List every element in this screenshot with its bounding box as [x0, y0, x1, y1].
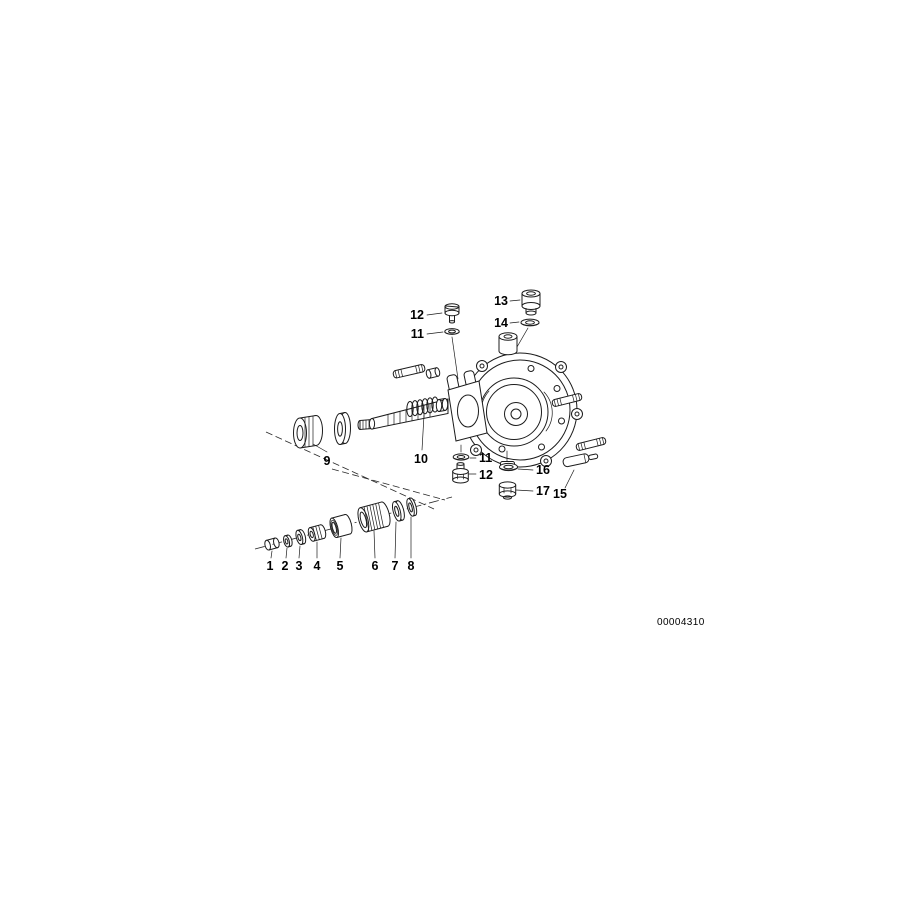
housing-lugs [470, 360, 583, 467]
part-10-spring [406, 396, 439, 417]
part-6-threaded-ring [357, 501, 391, 533]
part-2-washer [283, 534, 293, 548]
part-12-screw-top [444, 303, 460, 324]
pinion-shaft [357, 398, 449, 431]
part-9-bearing [293, 415, 323, 449]
part-4-splined-sleeve [307, 524, 327, 542]
part-12-bolt-mid [452, 462, 469, 484]
part-11-washer-mid [452, 453, 470, 461]
shaft-collar [435, 398, 449, 412]
stud-top [392, 364, 426, 379]
callout-labels: 12 11 13 14 9 10 11 12 16 17 15 1 2 3 4 … [267, 294, 567, 573]
part-3-washer [295, 529, 307, 546]
construction-lines [254, 431, 453, 550]
callout-12-mid: 12 [479, 468, 493, 482]
part-5-bearing-ring [329, 513, 353, 539]
callout-6: 6 [372, 559, 379, 573]
callout-5: 5 [337, 559, 344, 573]
housing [462, 352, 583, 469]
part-13-plug [521, 289, 541, 316]
diagram-code: 00004310 [657, 617, 705, 628]
callout-11-top: 11 [411, 327, 424, 341]
callout-16: 16 [536, 463, 550, 477]
part-15-pin [562, 453, 599, 468]
callout-1: 1 [267, 559, 274, 573]
part-17-plug [498, 481, 517, 500]
callout-2: 2 [282, 559, 289, 573]
callout-9: 9 [324, 454, 331, 468]
callout-8: 8 [408, 559, 415, 573]
spacer-top [425, 367, 441, 379]
callout-leader-lines [270, 299, 575, 559]
part-11-washer-top [444, 328, 460, 335]
callout-15: 15 [553, 487, 567, 501]
stud-right-upper [551, 393, 583, 407]
stud-right-lower [575, 437, 607, 451]
callout-14: 14 [494, 316, 508, 330]
callout-7: 7 [392, 559, 399, 573]
callout-17: 17 [536, 484, 550, 498]
callout-13: 13 [494, 294, 508, 308]
part-8-washer [406, 497, 418, 517]
part-7-washer [391, 500, 405, 522]
callout-4: 4 [314, 559, 321, 573]
filler-neck [498, 332, 518, 356]
part-16-washer [499, 462, 518, 472]
callout-11-mid: 11 [479, 451, 492, 465]
callout-3: 3 [296, 559, 303, 573]
callout-10: 10 [414, 452, 428, 466]
part-14-washer [520, 318, 540, 327]
drive-yoke [446, 370, 488, 442]
callout-12-top: 12 [410, 308, 424, 322]
part-9-thrust-washer [334, 412, 351, 445]
part-1-nut [264, 537, 280, 551]
